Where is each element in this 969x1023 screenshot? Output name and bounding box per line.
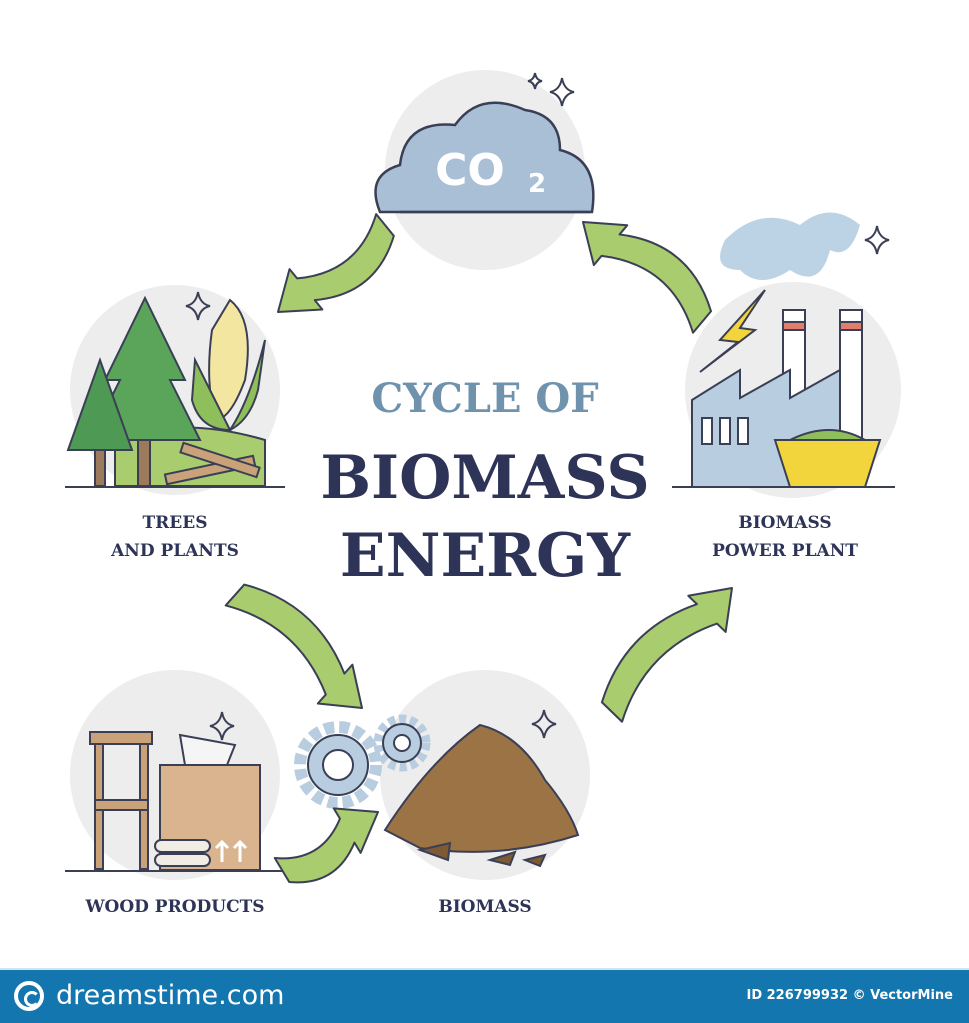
co2-cloud-icon: CO 2 bbox=[374, 101, 595, 214]
arrow-co2-to-trees bbox=[276, 213, 395, 314]
title-line3: ENERGY bbox=[340, 521, 631, 591]
image-credit: ID 226799932 © VectorMine bbox=[746, 988, 953, 1003]
co2-subscript: 2 bbox=[528, 169, 546, 199]
plant-label-line1: BIOMASS bbox=[738, 513, 831, 533]
trees-label-line2: AND PLANTS bbox=[110, 541, 239, 561]
gears-icon bbox=[294, 714, 431, 809]
footer-bar: dreamstime.com ID 226799932 © VectorMine bbox=[0, 968, 969, 1023]
trees-and-plants-icon bbox=[65, 295, 285, 488]
plant-label-line2: POWER PLANT bbox=[712, 541, 858, 561]
wood-products-icon bbox=[65, 731, 285, 872]
arrow-biomass-to-plant bbox=[600, 587, 733, 723]
sparkle-icon bbox=[185, 72, 890, 741]
spiral-logo-icon bbox=[14, 980, 44, 1011]
trees-label-line1: TREES bbox=[143, 513, 208, 533]
title-line1: CYCLE OF bbox=[371, 375, 598, 422]
wood-label: WOOD PRODUCTS bbox=[84, 897, 264, 917]
co2-text: CO bbox=[435, 145, 505, 196]
title-line2: BIOMASS bbox=[320, 443, 649, 513]
arrow-plant-to-co2 bbox=[582, 221, 713, 334]
arrow-trees-to-biomass bbox=[224, 583, 363, 709]
power-plant-icon bbox=[672, 212, 895, 488]
brand-name: dreamstime.com bbox=[56, 980, 285, 1011]
arrow-wood-to-biomass bbox=[273, 807, 380, 884]
brand-logo: dreamstime.com bbox=[14, 980, 284, 1011]
biomass-pile-icon bbox=[383, 723, 580, 868]
biomass-label: BIOMASS bbox=[438, 897, 531, 917]
cycle-arrows bbox=[224, 213, 733, 884]
biomass-cycle-diagram: CO 2 TREES AND PLANTS bbox=[65, 70, 901, 917]
